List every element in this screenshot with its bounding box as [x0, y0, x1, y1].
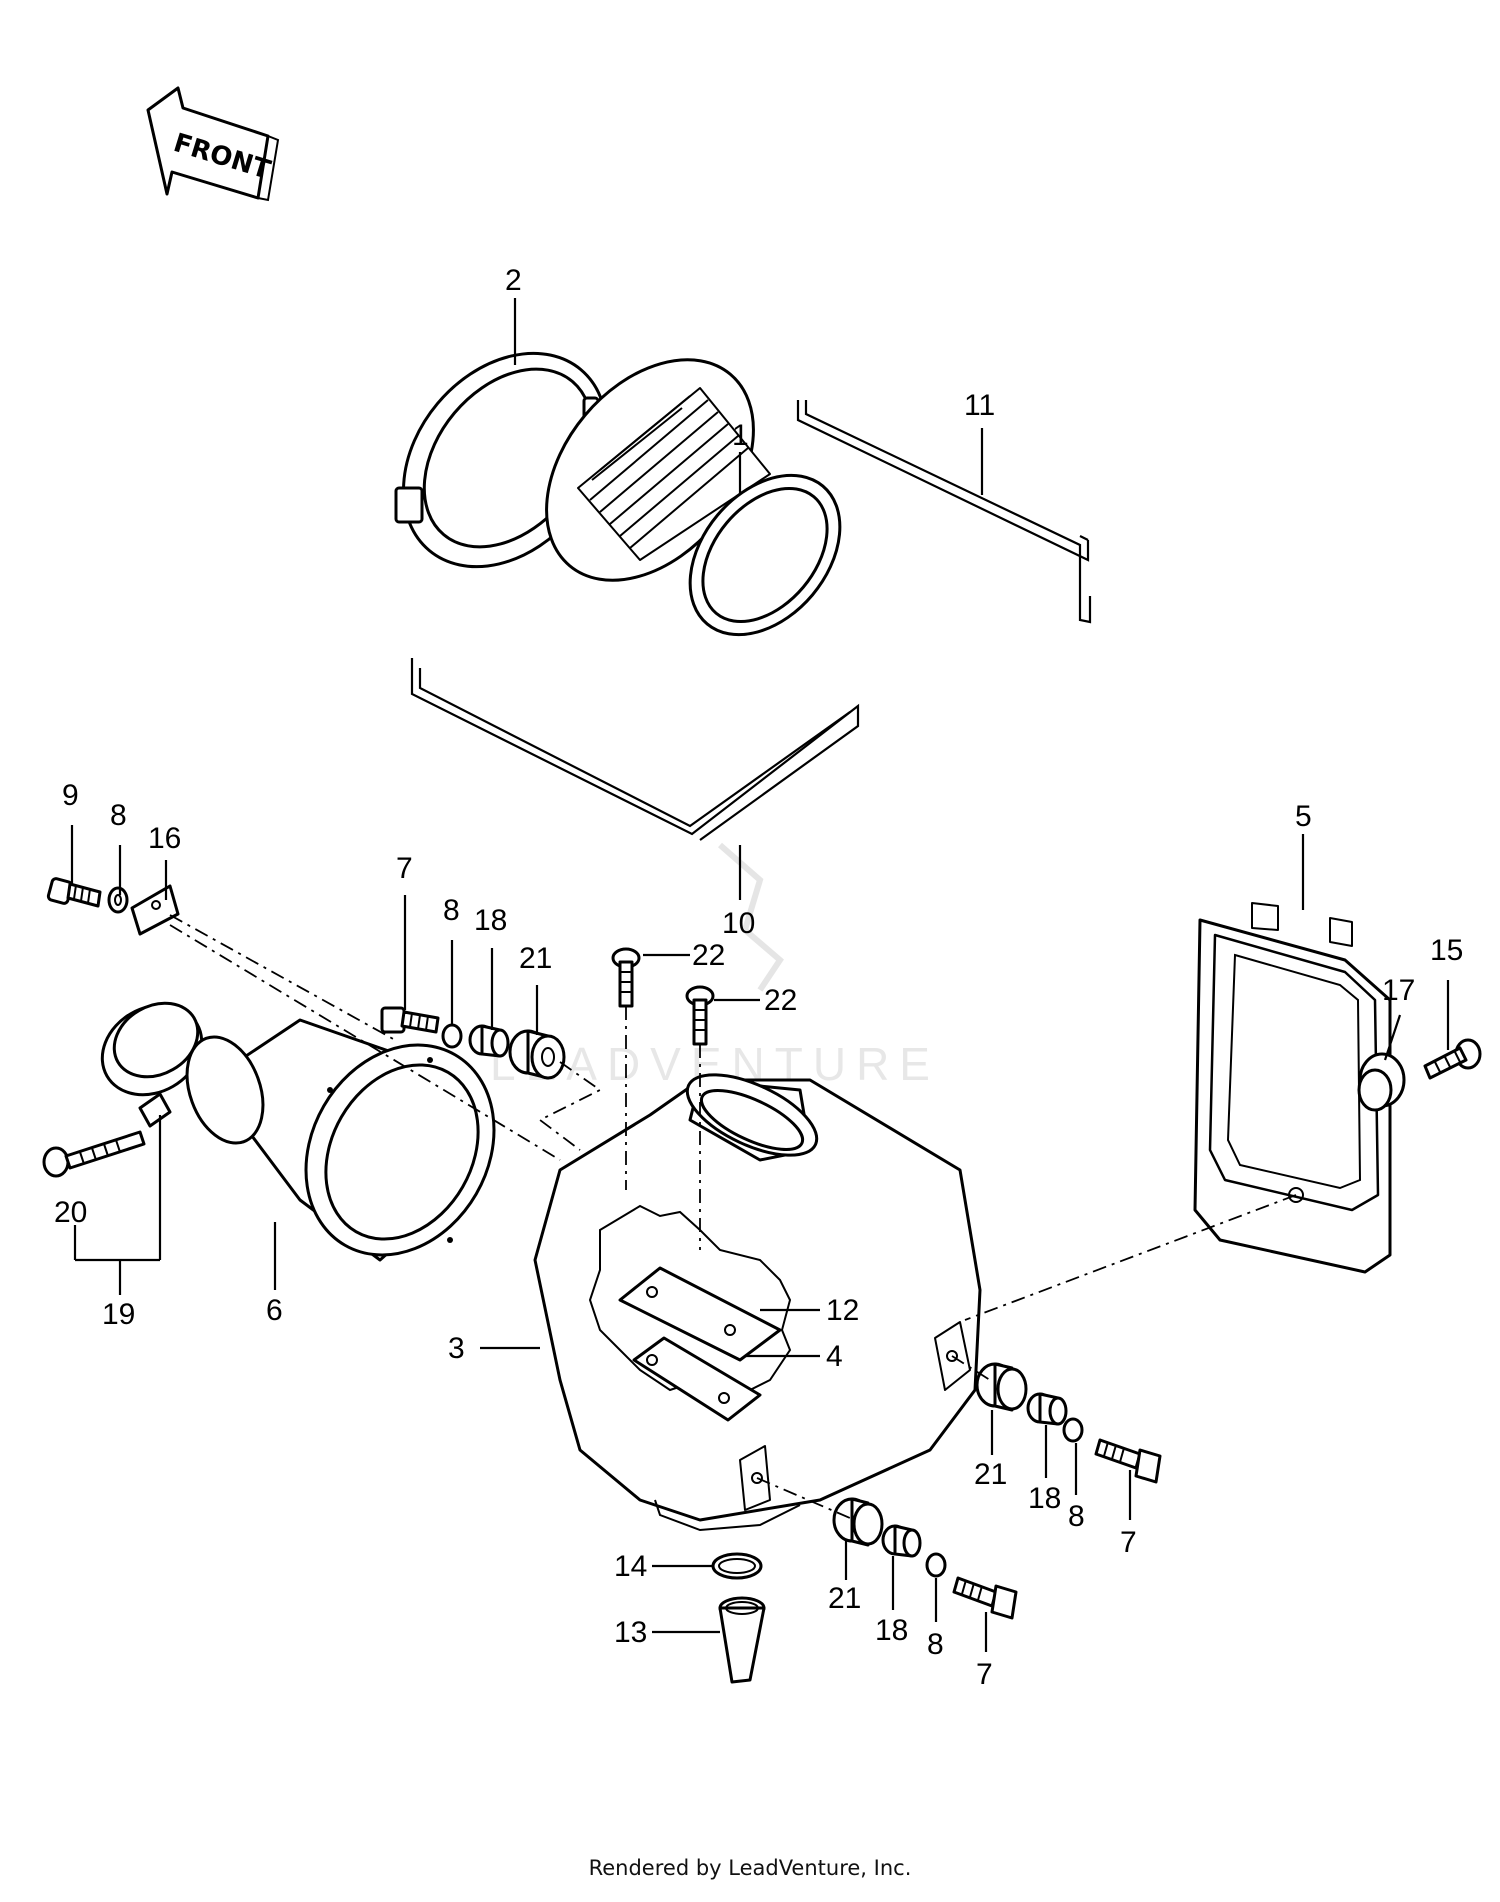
part-14-o-ring — [711, 1552, 763, 1580]
callout-7-right: 7 — [1120, 1526, 1137, 1559]
part-9-bolt-left — [46, 877, 102, 908]
part-7-bolt-top — [380, 1006, 440, 1034]
callout-12: 12 — [826, 1294, 859, 1327]
callout-16: 16 — [148, 822, 181, 855]
callout-7-top: 7 — [396, 852, 413, 885]
callout-11: 11 — [964, 389, 995, 422]
callout-1: 1 — [732, 419, 749, 452]
part-1-air-filter — [545, 358, 842, 637]
callout-10: 10 — [722, 907, 755, 940]
footer-credit: Rendered by LeadVenture, Inc. — [588, 1856, 912, 1880]
part-12-plate — [618, 1266, 782, 1362]
part-18-collar-bottom — [881, 1524, 922, 1558]
callout-9: 9 — [62, 779, 79, 812]
part-6-intake-duct — [185, 1018, 496, 1262]
part-17-grommet — [1357, 1052, 1406, 1112]
part-21-grommet-right — [975, 1362, 1028, 1412]
part-8-washer-left — [107, 886, 129, 914]
part-16-bracket — [130, 884, 180, 936]
callout-8-top: 8 — [443, 894, 460, 927]
callout-21-bottom: 21 — [828, 1582, 861, 1615]
callout-17: 17 — [1382, 974, 1415, 1007]
callout-8-bottom: 8 — [927, 1628, 944, 1661]
callout-5: 5 — [1295, 800, 1312, 833]
part-22-screw-a — [611, 947, 641, 1008]
part-10-wire-clip — [410, 658, 860, 841]
part-3-air-box — [533, 1073, 982, 1532]
front-direction-arrow: FRONT — [146, 86, 280, 202]
callout-leaders — [70, 298, 1450, 1652]
part-11-wire-clip — [796, 400, 1092, 624]
part-13-drain-cap — [718, 1596, 766, 1684]
callout-numbers: 1 2 3 4 5 6 7 7 7 8 8 8 8 9 10 11 12 13 … — [54, 264, 1463, 1691]
part-7-bolt-right — [1094, 1438, 1162, 1484]
callout-15: 15 — [1430, 934, 1463, 967]
callout-20: 20 — [54, 1196, 87, 1229]
part-4-plate — [632, 1336, 762, 1422]
callout-22-a: 22 — [692, 939, 725, 972]
part-7-bolt-bottom — [952, 1576, 1018, 1620]
part-19-clamp-band — [100, 1001, 204, 1128]
part-5-cover — [1193, 902, 1392, 1274]
callout-4: 4 — [826, 1340, 843, 1373]
callout-21-top: 21 — [519, 942, 552, 975]
callout-22-b: 22 — [764, 984, 797, 1017]
part-22-screw-b — [685, 985, 715, 1046]
part-8-washer-bottom — [925, 1552, 947, 1578]
callout-18-bottom: 18 — [875, 1614, 908, 1647]
part-15-bolt — [1423, 1038, 1482, 1080]
part-8-washer-top — [441, 1023, 463, 1049]
callout-8-left: 8 — [110, 799, 127, 832]
part-20-clamp-screw — [42, 1130, 146, 1178]
callout-3: 3 — [448, 1332, 465, 1365]
part-21-grommet-top — [508, 1029, 566, 1080]
callout-6: 6 — [266, 1294, 283, 1327]
part-8-washer-right — [1062, 1417, 1084, 1443]
callout-7-bottom: 7 — [976, 1658, 993, 1691]
callout-18-top: 18 — [474, 904, 507, 937]
assembly-lines — [169, 914, 1297, 1519]
callout-14: 14 — [614, 1550, 647, 1583]
callout-13: 13 — [614, 1616, 647, 1649]
part-21-grommet-bottom — [832, 1497, 884, 1547]
part-18-collar-top — [468, 1024, 510, 1058]
part-18-collar-right — [1026, 1392, 1068, 1426]
callout-8-right: 8 — [1068, 1500, 1085, 1533]
callout-21-right: 21 — [974, 1458, 1007, 1491]
callout-19: 19 — [102, 1298, 135, 1331]
callout-2: 2 — [505, 264, 522, 297]
callout-18-right: 18 — [1028, 1482, 1061, 1515]
